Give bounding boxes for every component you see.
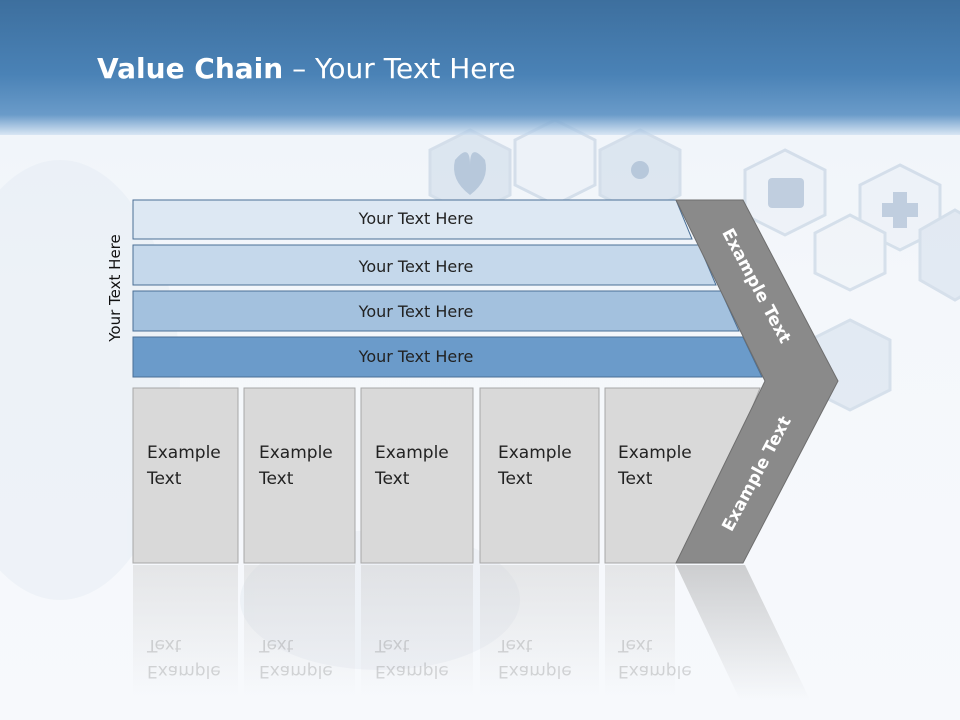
row-bar-4 — [132, 336, 763, 378]
header-band — [0, 0, 960, 135]
box-5-line2: Text — [618, 469, 653, 489]
chevron-arrow — [675, 199, 839, 564]
box-4 — [479, 387, 600, 564]
row-label-2: Your Text Here — [358, 257, 474, 276]
box-1-reflection — [133, 565, 238, 695]
page-title: Value Chain – Your Text Here — [97, 52, 516, 85]
box-3 — [360, 387, 474, 564]
row-bar-2 — [132, 244, 717, 286]
box-4-line1: Example — [498, 443, 572, 463]
title-bold: Value Chain — [97, 52, 284, 85]
box-4-line2: Text — [498, 469, 533, 489]
box-2-line1: Example — [259, 443, 333, 463]
box-3-line2: Text — [375, 469, 410, 489]
title-rest: – Your Text Here — [283, 52, 516, 85]
chevron-reflection — [676, 565, 810, 700]
box-4-reflection — [480, 565, 599, 695]
box-1-line1: Example — [147, 443, 221, 463]
box-3-line1: Example — [375, 443, 449, 463]
box-3-reflection — [361, 565, 473, 695]
box-5-reflection — [605, 565, 675, 695]
row-bar-1 — [132, 199, 693, 240]
box-1 — [132, 387, 239, 564]
box-2-line2: Text — [259, 469, 294, 489]
box-2-reflection — [244, 565, 355, 695]
row-bar-3 — [132, 290, 740, 332]
box-5-line1: Example — [618, 443, 692, 463]
box-2 — [243, 387, 356, 564]
row-label-3: Your Text Here — [358, 302, 474, 321]
row-label-1: Your Text Here — [358, 209, 474, 228]
box-1-line2: Text — [147, 469, 182, 489]
row-label-4: Your Text Here — [358, 347, 474, 366]
